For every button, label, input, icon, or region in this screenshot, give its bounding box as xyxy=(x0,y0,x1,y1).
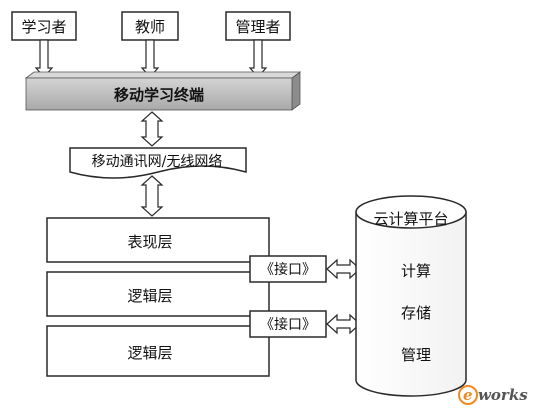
interface-label-2: 《接口》 xyxy=(260,316,316,333)
layer-logic-2: 逻辑层 xyxy=(46,325,270,377)
cloud-title: 云计算平台 xyxy=(373,210,448,228)
terminal-label: 移动学习终端 xyxy=(114,86,204,104)
network-box: 移动通讯网/无线网络 xyxy=(69,147,247,179)
watermark-e: e xyxy=(463,386,473,404)
layer-presentation: 表现层 xyxy=(46,217,270,263)
eworks-watermark-logo: e works xyxy=(458,385,528,405)
cloud-item-storage: 存储 xyxy=(401,304,431,322)
role-learner: 学习者 xyxy=(11,11,77,41)
down-arrow-admin xyxy=(248,39,268,78)
layer-logic-2-label: 逻辑层 xyxy=(127,344,172,362)
role-teacher: 教师 xyxy=(121,11,179,41)
role-learner-label: 学习者 xyxy=(21,18,66,36)
role-admin: 管理者 xyxy=(225,11,291,41)
layer-logic-1-label: 逻辑层 xyxy=(127,287,172,305)
layer-logic-1: 逻辑层 xyxy=(46,271,270,317)
down-arrow-learner xyxy=(34,39,54,78)
interface-label-1: 《接口》 xyxy=(260,261,316,278)
double-arrow-interface-cloud-2 xyxy=(326,313,361,335)
double-arrow-terminal-network xyxy=(140,111,164,147)
down-arrow-teacher xyxy=(140,39,160,78)
interface-box-1: 《接口》 xyxy=(249,255,327,283)
layer-presentation-label: 表现层 xyxy=(127,233,172,251)
network-label: 移动通讯网/无线网络 xyxy=(92,154,223,170)
double-arrow-interface-cloud-1 xyxy=(326,258,361,280)
interface-box-2: 《接口》 xyxy=(249,310,327,338)
watermark-text: works xyxy=(478,386,528,404)
cloud-item-manage: 管理 xyxy=(401,346,431,364)
cloud-item-compute: 计算 xyxy=(401,262,431,280)
double-arrow-network-layers xyxy=(140,175,164,217)
role-teacher-label: 教师 xyxy=(135,18,165,36)
mobile-terminal: 移动学习终端 xyxy=(24,71,302,111)
cloud-platform-cylinder: 云计算平台 计算 存储 管理 xyxy=(355,195,467,397)
role-admin-label: 管理者 xyxy=(235,18,280,36)
